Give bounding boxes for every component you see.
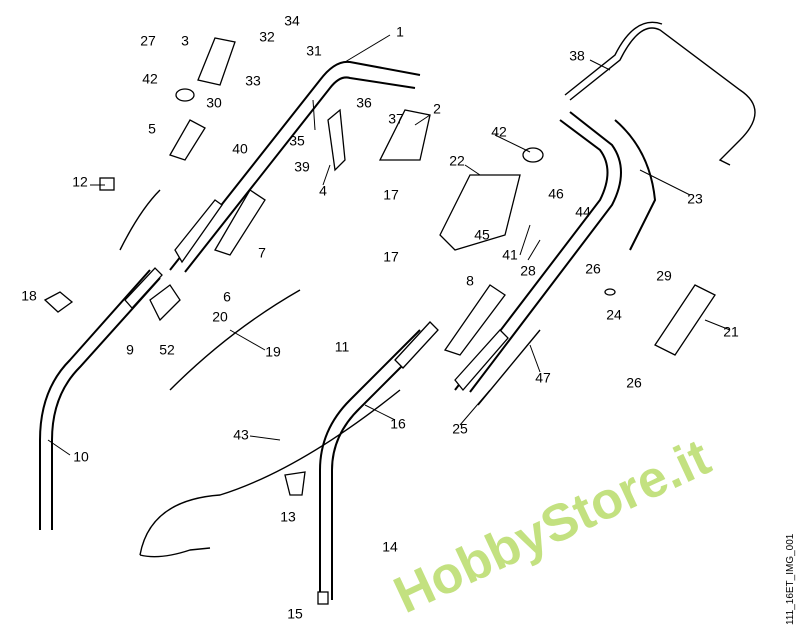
part-label-39: 39 [294, 159, 310, 175]
part-label-17b: 17 [383, 249, 399, 265]
part-label-2: 2 [433, 101, 441, 117]
part-label-29: 29 [656, 268, 672, 284]
part-label-4: 4 [319, 183, 327, 199]
lower-handle-center [319, 321, 439, 600]
part-label-36: 36 [356, 95, 372, 111]
watermark: HobbyStore.it [386, 428, 719, 625]
part-label-14: 14 [382, 539, 398, 555]
lower-handle-left [39, 267, 163, 530]
part-label-23: 23 [687, 191, 703, 207]
part-label-8: 8 [466, 273, 474, 289]
bail-wire [564, 21, 756, 166]
part-label-24: 24 [606, 307, 622, 323]
part-label-34: 34 [284, 13, 300, 29]
part-label-32: 32 [259, 29, 275, 45]
part-label-42b: 42 [491, 124, 507, 140]
part-label-40: 40 [232, 141, 248, 157]
part-label-18: 18 [21, 288, 37, 304]
part-label-26b: 26 [626, 375, 642, 391]
part-label-44: 44 [575, 204, 591, 220]
part-label-13: 13 [280, 509, 296, 525]
part-label-10: 10 [73, 449, 89, 465]
part-label-38: 38 [569, 48, 585, 64]
leader-lines [47, 34, 731, 456]
part-label-17: 17 [383, 187, 399, 203]
part-label-41: 41 [502, 247, 518, 263]
part-label-31: 31 [306, 43, 322, 59]
part-label-42: 42 [142, 71, 158, 87]
part-label-26: 26 [585, 261, 601, 277]
part-label-35: 35 [289, 133, 305, 149]
control-housing [43, 37, 716, 605]
part-label-37: 37 [388, 111, 404, 127]
upper-handle-left [169, 60, 421, 273]
part-label-16: 16 [390, 416, 406, 432]
part-label-11: 11 [335, 339, 350, 355]
part-label-3: 3 [181, 33, 189, 49]
part-label-6: 6 [223, 289, 231, 305]
part-label-52: 52 [159, 342, 175, 358]
part-label-46: 46 [548, 186, 564, 202]
part-label-22: 22 [449, 153, 465, 169]
part-label-28: 28 [520, 263, 536, 279]
part-label-25: 25 [452, 421, 468, 437]
part-label-47: 47 [535, 370, 551, 386]
part-label-20: 20 [212, 309, 228, 325]
part-label-19: 19 [265, 344, 281, 360]
part-label-9: 9 [126, 342, 134, 358]
part-label-5: 5 [148, 121, 156, 137]
part-label-33: 33 [245, 73, 261, 89]
part-label-21: 21 [723, 324, 739, 340]
diagram-code: 111_16ET_IMG_001 [785, 533, 796, 625]
part-label-7: 7 [258, 245, 266, 261]
part-labels: 1 2 3 27 32 34 31 33 30 42 36 37 35 39 4… [21, 13, 739, 622]
part-label-43: 43 [233, 427, 249, 443]
part-label-27: 27 [140, 33, 156, 49]
part-label-30: 30 [206, 95, 222, 111]
part-label-1: 1 [396, 24, 404, 40]
part-label-12: 12 [72, 174, 88, 190]
part-label-15: 15 [287, 606, 303, 622]
upper-handle-right [454, 111, 657, 393]
part-label-45: 45 [474, 227, 490, 243]
